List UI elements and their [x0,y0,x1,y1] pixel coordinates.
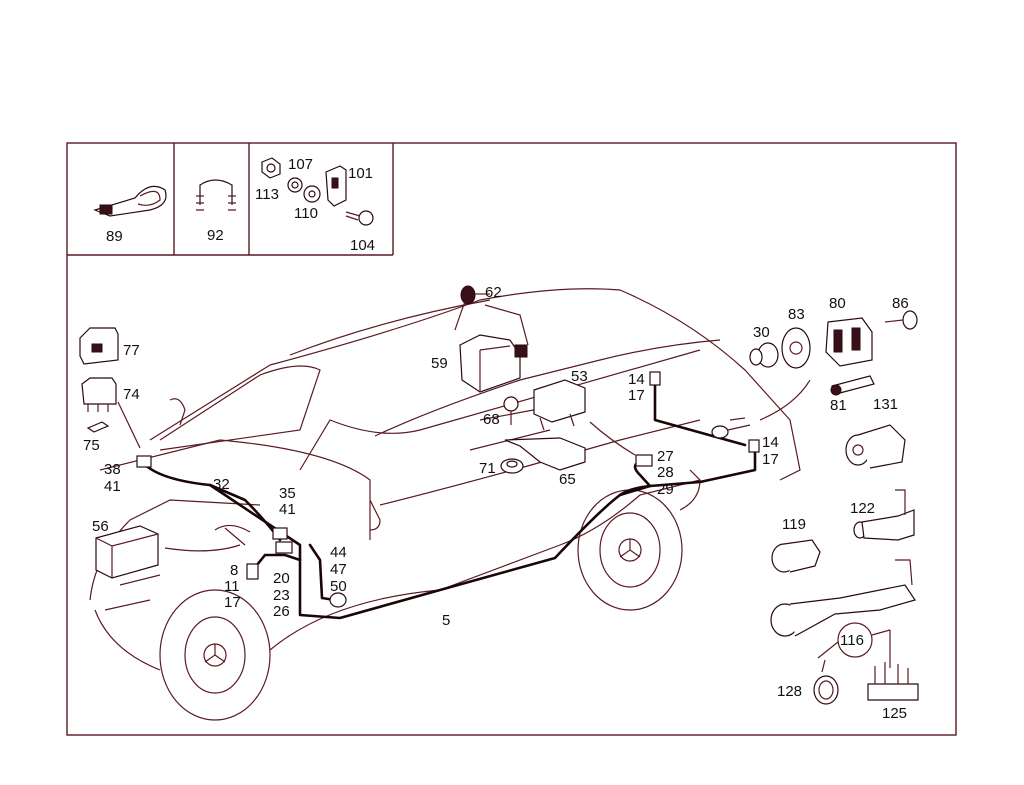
label-56: 56 [92,518,109,535]
label-113: 113 [255,186,279,203]
clip-icon [196,179,236,211]
connector-35-icon [272,527,288,540]
label-107: 107 [288,156,313,173]
washer-icon [287,177,321,203]
label-116: 116 [840,632,864,649]
label-11: 11 [224,578,240,595]
sensor-122-icon [853,489,915,541]
fastener-inset [67,143,394,256]
label-17-front: 17 [224,594,241,611]
arrow-83 [759,379,811,421]
bracket-icon [504,437,586,471]
connector-27-icon [635,454,653,467]
bulb-icon [830,375,875,396]
label-26: 26 [273,603,290,620]
label-101: 101 [348,165,373,182]
label-47: 47 [330,561,347,578]
screw-icon [345,210,374,226]
cable-116-icon [770,559,916,637]
label-77: 77 [123,342,140,359]
label-8: 8 [230,562,238,579]
arrow-53 [589,421,636,456]
label-44: 44 [330,544,347,561]
module-icon [533,379,586,431]
rear-wheel [577,489,683,611]
label-50: 50 [330,578,347,595]
bolt-62-icon [460,285,490,305]
diagram-frame [66,142,957,736]
clamp-128-icon [813,675,839,705]
connector-38-icon [136,455,152,468]
label-74: 74 [123,386,140,403]
label-131: 131 [873,396,898,413]
arrow-56 [164,544,241,552]
label-110: 110 [294,205,318,222]
fuse-icon [86,421,110,433]
label-80: 80 [829,295,846,312]
label-65: 65 [559,471,576,488]
cable-tie-icon [93,185,167,217]
label-119: 119 [782,516,806,533]
control-unit-icon [95,525,159,579]
label-20: 20 [273,570,290,587]
label-17-right: 17 [762,451,779,468]
label-23: 23 [273,587,290,604]
nut-71-icon [500,458,524,474]
label-71: 71 [479,460,496,477]
callout-116-circle [837,622,873,658]
grommet-icon [749,342,779,368]
label-92: 92 [207,227,224,244]
bulb-socket-icon [825,317,873,367]
label-29: 29 [657,481,674,498]
label-28: 28 [657,464,674,481]
holder-125-icon [867,662,919,701]
relay-74-icon [81,377,117,412]
label-59: 59 [431,355,448,372]
label-83: 83 [788,306,805,323]
socket-119-icon [771,539,821,573]
horn-icon [459,334,528,393]
label-14-right: 14 [762,434,779,451]
label-27: 27 [657,448,674,465]
leader-62 [484,304,529,346]
label-86: 86 [892,295,909,312]
screw-86-icon [884,310,918,330]
label-30: 30 [753,324,770,341]
connector-14a-icon [649,371,661,386]
label-14-upper: 14 [628,371,645,388]
label-104: 104 [350,237,375,254]
relay-icon [79,327,119,365]
label-128: 128 [777,683,802,700]
arrow-74 [117,401,141,449]
label-38: 38 [104,461,121,478]
spring-clip-icon [325,165,347,207]
connector-14b-icon [748,439,760,453]
car-body [89,288,801,671]
connector-44-icon [329,592,347,608]
label-32: 32 [213,476,230,493]
screw-68-icon [503,396,519,425]
lamp-socket-icon [711,417,751,439]
label-122: 122 [850,500,875,517]
connector-8-icon [246,563,259,580]
label-89: 89 [106,228,123,245]
label-5: 5 [442,612,450,629]
label-41-left: 41 [104,478,121,495]
label-62: 62 [485,284,502,301]
label-75: 75 [83,437,100,454]
connector-35b-icon [275,541,293,554]
label-53: 53 [571,368,588,385]
plug-131-icon [845,424,906,469]
label-35: 35 [279,485,296,502]
label-17-upper: 17 [628,387,645,404]
front-wheel [159,589,271,721]
label-125: 125 [882,705,907,722]
label-81: 81 [830,397,847,414]
label-41-center: 41 [279,501,296,518]
nut-icon [261,157,281,179]
label-68: 68 [483,411,500,428]
lamp-holder-icon [781,327,811,369]
